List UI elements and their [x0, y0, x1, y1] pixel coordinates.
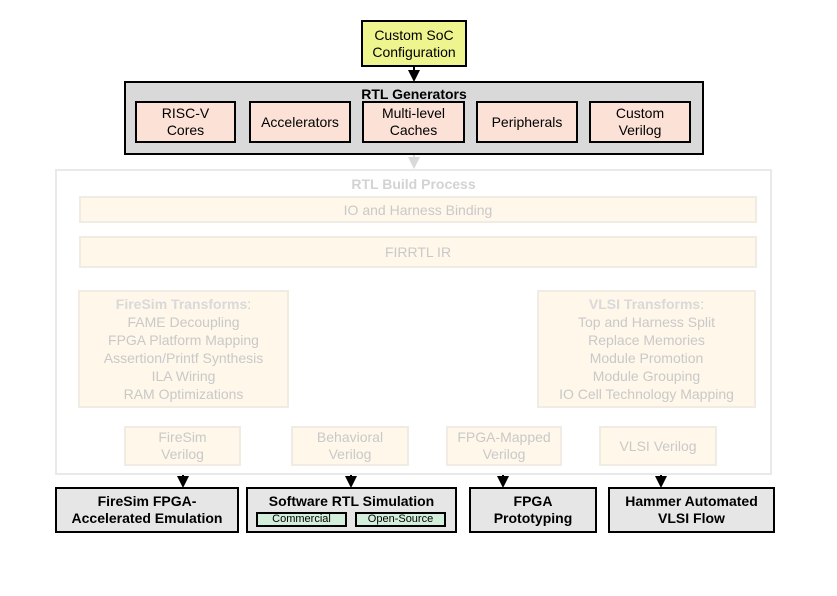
open-source-tag: Open-Source: [355, 512, 446, 527]
software-rtl-simulation-label: Software RTL Simulation: [268, 493, 435, 509]
firesim-transform-item: FPGA Platform Mapping: [108, 332, 259, 348]
commercial-tag: Commercial: [256, 512, 347, 527]
firrtl-ir-box: FIRRTL IR: [79, 236, 757, 268]
output-software-rtl-simulation: Software RTL Simulation Commercial Open-…: [246, 487, 457, 533]
vlsi-transforms-box: VLSI Transforms: Top and Harness Split R…: [537, 290, 756, 408]
generator-peripherals: Peripherals: [476, 101, 578, 143]
vlsi-transform-item: IO Cell Technology Mapping: [559, 386, 734, 402]
io-harness-binding-box: IO and Harness Binding: [79, 196, 757, 223]
output-hammer-vlsi-flow: Hammer Automated VLSI Flow: [608, 487, 775, 533]
generator-custom-verilog: Custom Verilog: [589, 101, 691, 143]
vlsi-transform-item: Module Promotion: [589, 350, 704, 366]
behavioral-verilog-box: Behavioral Verilog: [291, 426, 409, 466]
vlsi-transform-item: Replace Memories: [588, 332, 705, 348]
firesim-transform-item: ILA Wiring: [151, 368, 216, 384]
vlsi-transforms-title: VLSI Transforms: [588, 296, 701, 312]
generator-risc-v-cores: RISC-V Cores: [135, 101, 236, 143]
firesim-transforms-box: FireSim Transforms: FAME Decoupling FPGA…: [78, 290, 289, 408]
fpga-mapped-verilog-box: FPGA-Mapped Verilog: [446, 426, 562, 466]
firesim-verilog-box: FireSim Verilog: [124, 426, 241, 466]
firesim-transform-item: Assertion/Printf Synthesis: [103, 350, 264, 366]
vlsi-verilog-box: VLSI Verilog: [599, 426, 717, 466]
output-fpga-prototyping: FPGA Prototyping: [469, 487, 597, 533]
rtl-build-process-title: RTL Build Process: [351, 176, 476, 192]
custom-soc-configuration-box: Custom SoC Configuration: [361, 20, 467, 67]
firesim-transforms-title: FireSim Transforms: [115, 296, 248, 312]
generator-accelerators: Accelerators: [249, 101, 351, 143]
firesim-transform-item: RAM Optimizations: [123, 386, 244, 402]
output-firesim-emulation: FireSim FPGA- Accelerated Emulation: [55, 487, 239, 533]
generator-multi-level-caches: Multi-level Caches: [362, 101, 465, 143]
vlsi-transform-item: Module Grouping: [592, 368, 701, 384]
firesim-transform-item: FAME Decoupling: [127, 314, 240, 330]
rtl-generators-title: RTL Generators: [361, 86, 467, 102]
vlsi-transform-item: Top and Harness Split: [578, 314, 715, 330]
